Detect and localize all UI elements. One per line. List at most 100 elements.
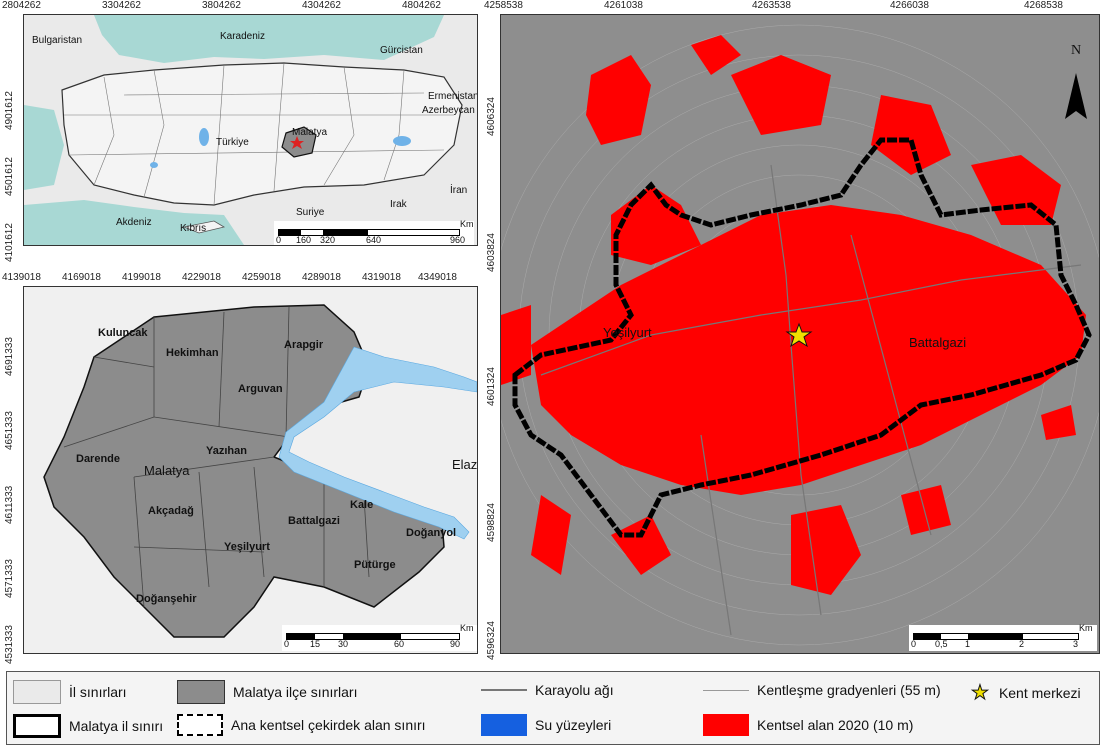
scale-tick: 0 [276, 235, 282, 245]
legend-swatch [703, 714, 749, 736]
label-yesilyurt: Yeşilyurt [603, 325, 652, 340]
label-elazig: Elazı [452, 457, 478, 472]
scale-tick: 3 [1073, 639, 1079, 649]
legend-label: Ana kentsel çekirdek alan sınırı [231, 717, 426, 733]
scale-unit: Km [460, 623, 474, 633]
scale-tick: 2 [1019, 639, 1025, 649]
label-gurcistan: Gürcistan [380, 45, 423, 56]
y-tick: 4901612 [4, 91, 15, 130]
district-malatya: Malatya [144, 463, 190, 478]
x-tick: 3304262 [102, 0, 141, 11]
x-tick: 4319018 [362, 272, 401, 283]
legend-cekirdek: Ana kentsel çekirdek alan sınırı [177, 714, 426, 736]
scale-tick: 90 [450, 639, 461, 649]
y-tick: 4603824 [486, 233, 497, 272]
legend-label: Malatya il sınırı [69, 718, 164, 734]
y-tick: 4611333 [4, 485, 15, 524]
scale-tick: 320 [320, 235, 336, 245]
label-iran: İran [450, 185, 468, 196]
legend-kentsel: Kentsel alan 2020 (10 m) [703, 714, 913, 736]
city-map-canvas [501, 15, 1099, 653]
label-bulgaristan: Bulgaristan [32, 35, 83, 46]
province-scale-bar: Km 0 15 30 60 90 [282, 623, 477, 651]
x-tick: 4261038 [604, 0, 643, 11]
x-tick: 4266038 [890, 0, 929, 11]
x-tick: 4268538 [1024, 0, 1063, 11]
district-akcadag: Akçadağ [148, 505, 194, 517]
turkey-map-canvas [24, 15, 477, 245]
x-tick: 2804262 [2, 0, 41, 11]
district-hekimhan: Hekimhan [166, 347, 219, 359]
district-yesilyurt: Yeşilyurt [224, 541, 270, 553]
district-battalgazi: Battalgazi [288, 515, 340, 527]
label-ermenistan: Ermenistan [428, 91, 478, 102]
scale-unit: Km [1079, 623, 1093, 633]
y-tick: 4598824 [486, 503, 497, 542]
x-tick: 4304262 [302, 0, 341, 11]
label-suriye: Suriye [296, 207, 325, 218]
x-tick: 4289018 [302, 272, 341, 283]
city-scale-bar: Km 0 0,5 1 2 3 [909, 623, 1097, 651]
x-tick: 4199018 [122, 272, 161, 283]
legend-swatch [703, 689, 749, 691]
legend-il-siniri: Malatya il sınırı [13, 714, 163, 738]
legend-label: Kentleşme gradyenleri (55 m) [757, 682, 941, 698]
x-tick: 3804262 [202, 0, 241, 11]
legend-swatch [177, 680, 225, 704]
legend-swatch [481, 689, 527, 691]
label-kibris: Kıbrıs [180, 223, 207, 234]
star-icon: ★ [971, 682, 990, 705]
label-battalgazi: Battalgazi [909, 335, 967, 350]
label-karadeniz: Karadeniz [220, 31, 266, 42]
district-arguvan: Arguvan [238, 383, 283, 395]
x-tick: 4258538 [484, 0, 523, 11]
province-map: Kuluncak Hekimhan Arapgir Arguvan Yazıha… [23, 286, 478, 654]
legend-swatch [13, 714, 61, 738]
x-tick: 4139018 [2, 272, 41, 283]
y-tick: 4691333 [4, 337, 15, 376]
label-turkiye: Türkiye [216, 137, 249, 148]
legend-swatch [481, 714, 527, 736]
legend-label: Malatya ilçe sınırları [233, 684, 358, 700]
x-tick: 4229018 [182, 272, 221, 283]
legend-label: Kentsel alan 2020 (10 m) [757, 717, 914, 733]
y-tick: 4101612 [4, 223, 15, 262]
y-tick: 4571333 [4, 559, 15, 598]
y-tick: 4501612 [4, 157, 15, 196]
legend-swatch [177, 714, 223, 736]
scale-tick: 640 [366, 235, 382, 245]
x-tick: 4349018 [418, 272, 457, 283]
legend-gradyen: Kentleşme gradyenleri (55 m) [703, 682, 941, 698]
x-tick: 4169018 [62, 272, 101, 283]
district-doganyol: Doğanyol [406, 527, 457, 539]
scale-tick: 0 [911, 639, 917, 649]
city-map: Yeşilyurt Battalgazi N Km 0 0,5 1 2 3 [500, 14, 1100, 654]
district-arapgir: Arapgir [284, 339, 324, 351]
north-arrow-label: N [1071, 43, 1082, 58]
legend-ilce-sinirlari: Malatya ilçe sınırları [177, 680, 357, 704]
y-tick: 4531333 [4, 625, 15, 664]
scale-unit: Km [460, 219, 474, 229]
y-tick: 4606324 [486, 97, 497, 136]
district-puturge: Pütürge [354, 559, 396, 571]
scale-tick: 960 [450, 235, 466, 245]
scale-tick: 30 [338, 639, 349, 649]
label-azerbeycan: Azerbeycan [422, 105, 475, 116]
y-tick: 4596324 [486, 621, 497, 660]
district-kuluncak: Kuluncak [98, 327, 148, 339]
turkey-scale-bar: Km 0 160 320 640 960 [274, 219, 474, 245]
district-yazihan: Yazıhan [206, 445, 247, 457]
x-tick: 4263538 [752, 0, 791, 11]
legend-su: Su yüzeyleri [481, 714, 611, 736]
district-darende: Darende [76, 453, 121, 465]
x-tick: 4259018 [242, 272, 281, 283]
y-tick: 4601324 [486, 367, 497, 406]
scale-tick: 0 [284, 639, 290, 649]
legend-karayolu: Karayolu ağı [481, 682, 614, 698]
district-kale: Kale [350, 499, 374, 511]
x-tick: 4804262 [402, 0, 441, 11]
turkey-map: Bulgaristan Karadeniz Gürcistan Ermenist… [23, 14, 478, 246]
label-malatya: Malatya [292, 127, 328, 138]
legend-swatch [13, 680, 61, 704]
district-dogansehir: Doğanşehir [136, 593, 197, 605]
